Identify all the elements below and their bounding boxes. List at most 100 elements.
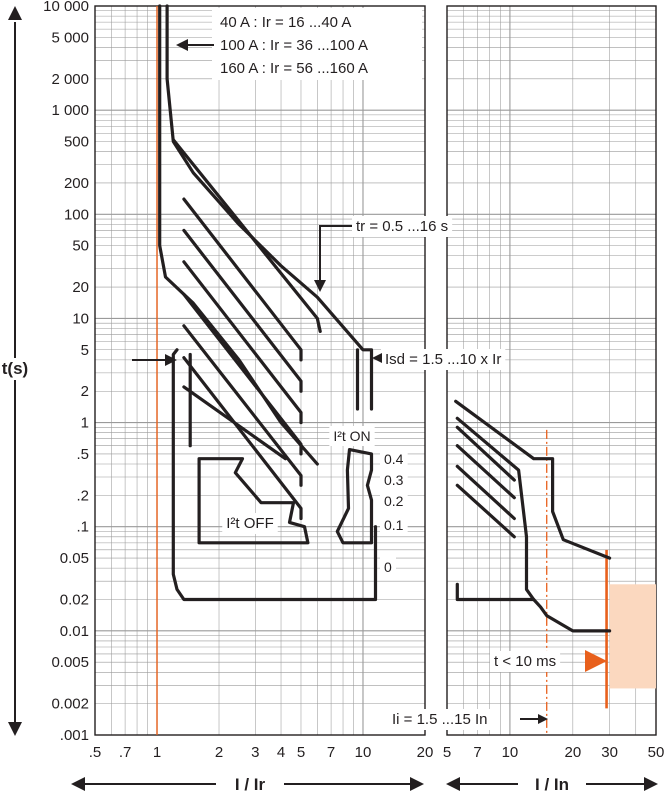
left-x-axis-label: I / Ir [235,775,266,794]
annotation-time-limit-bg [490,651,561,672]
annotation-tsd-02: 0.2 [384,493,404,509]
y-tick-label: 500 [64,133,89,150]
right-x-axis-arrow-right [644,777,658,791]
rating-block-bg [212,8,422,80]
y-axis-label-mask [2,358,30,380]
curve-long-time-tr-min [182,385,287,461]
y-tick-label: 1 000 [51,102,89,119]
annotation-isd-range: Isd = 1.5 ...10 x Ir [385,351,501,368]
left-x-tick-label: 5 [297,744,305,761]
left-x-tick-label: .5 [89,744,102,761]
y-tick-label: 0.005 [51,654,89,671]
y-tick-label: 0.05 [60,550,89,567]
annotation-i2t-off: I²t OFF [226,515,274,532]
y-tick-label: 1 [81,415,89,432]
curve-long-time-tr-step-5 [182,324,303,487]
y-tick-label: 50 [72,238,89,255]
curve-instantaneous-step-4 [455,483,516,539]
annotation-tsd-01-bg [380,515,408,535]
tr-arrow-line [319,225,352,280]
curve-instantaneous-upper [454,399,612,560]
y-tick-label: .1 [76,519,89,536]
y-axis-arrow-down [8,722,22,736]
left-x-tick-label: 1 [153,744,161,761]
left-x-tick-label: 3 [251,744,259,761]
grid-layer [94,5,657,736]
annotation-tr-range-bg [352,216,453,237]
isd-left-arrow-head [165,354,177,366]
curve-short-time-envelope [171,348,378,602]
right-x-axis-label: I / In [535,775,569,794]
annotation-ir-range-100: 100 A : Ir = 36 ...100 A [220,37,368,54]
left-x-axis-arrow-right [410,777,424,791]
y-tick-label: 20 [72,279,89,296]
time-limit-arrow [585,650,607,672]
left-panel-frame [94,5,426,736]
ii-arrow-head [538,714,548,724]
left-x-tick-label: 4 [277,744,285,761]
y-tick-label: .2 [76,487,89,504]
y-tick-label: 5 [81,342,89,359]
curve-instantaneous-band [455,416,536,602]
annotation-i2t-on-bg [329,426,375,446]
instantaneous-zone [609,584,656,689]
left-x-tick-label: .7 [119,744,132,761]
y-tick-label: 100 [64,206,89,223]
rating-arrow-head [176,39,188,51]
annotation-ii-range: Ii = 1.5 ...15 In [392,711,487,728]
left-x-axis-label-mask [216,772,284,796]
annotation-tsd-03-bg [380,470,408,490]
annotation-ir-range-40: 40 A : Ir = 16 ...40 A [220,14,351,31]
annotation-tsd-02-bg [380,491,408,511]
y-tick-label: 2 000 [51,71,89,88]
annotation-tsd-0-bg [380,557,396,577]
curve-i2t-on-band [335,448,374,545]
curve-long-time-tr-step-4 [182,292,303,456]
curve-long-time-tr-step-2 [182,228,303,393]
y-tick-label: 2 [81,383,89,400]
annotation-tsd-01: 0.1 [384,517,404,533]
right-x-tick-label: 20 [564,744,581,761]
curve-i2t-off-band [197,457,310,545]
isd-arrow-head-a [372,353,382,363]
curve-long-time-tr-max [171,138,322,333]
curve-long-time-bottom [158,4,319,466]
tr-arrow-head [314,280,326,292]
annotation-tsd-0: 0 [384,559,392,575]
y-tick-label: 0.01 [60,623,89,640]
annotation-tr-range: tr = 0.5 ...16 s [356,218,448,235]
annotation-tsd-04-bg [380,449,408,469]
y-tick-label: 0.02 [60,592,89,609]
annotation-ir-range-160: 160 A : Ir = 56 ...160 A [220,60,368,77]
annotation-i2t-off-bg [222,513,278,534]
y-axis-label: t(s) [2,359,28,378]
y-tick-label: 10 [72,310,89,327]
y-tick-label: .5 [76,446,89,463]
curve-long-time-tr-step-1 [182,197,303,362]
right-x-axis-arrow-left [446,777,460,791]
y-tick-label: 200 [64,175,89,192]
curve-layer [158,4,612,633]
annotation-tsd-04: 0.4 [384,451,404,467]
y-tick-label: .001 [60,727,89,744]
right-x-tick-label: 50 [648,744,665,761]
curve-instantaneous-step-3 [455,464,516,521]
annotation-ii-range-bg [388,709,492,730]
right-x-tick-label: 7 [473,744,481,761]
fill-layer [156,6,656,735]
annotation-time-limit: t < 10 ms [494,653,556,670]
curve-instantaneous-step-1 [455,425,516,482]
left-x-tick-label: 7 [327,744,335,761]
left-x-tick-label: 2 [215,744,223,761]
y-tick-label: 10 000 [43,0,89,15]
right-x-tick-label: 5 [443,744,451,761]
curve-instantaneous-lower [455,582,612,633]
y-tick-label: 0.002 [51,696,89,713]
y-axis-arrow-up [8,6,22,20]
y-tick-label: 5 000 [51,29,89,46]
annotation-i2t-on: I²t ON [333,428,370,444]
right-x-tick-label: 10 [502,744,519,761]
right-x-axis-label-mask [518,772,586,796]
